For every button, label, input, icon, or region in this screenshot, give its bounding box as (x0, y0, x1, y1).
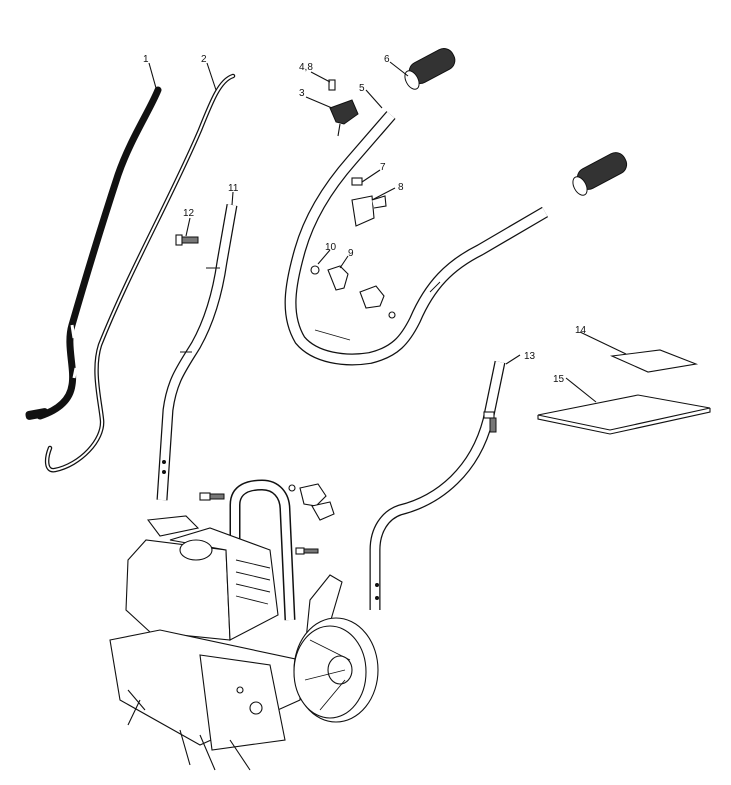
callout-11: 11 (228, 183, 239, 194)
callout-7: 7 (380, 162, 386, 173)
callout-5: 5 (359, 83, 365, 94)
right-lower-handle (369, 360, 506, 610)
tiller-base (109, 479, 379, 771)
throttle-lever-3 (329, 99, 359, 137)
callout-10: 10 (325, 242, 337, 253)
washer-10 (310, 265, 396, 319)
control-rod (44, 73, 236, 473)
callout-6: 6 (384, 54, 390, 65)
callout-15: 15 (553, 374, 565, 385)
upper-handle (284, 111, 549, 366)
callout-4-8: 4,8 (299, 62, 313, 73)
callout-12: 12 (183, 208, 195, 219)
manual-15 (537, 394, 711, 435)
bracket-8 (351, 195, 387, 227)
callout-2: 2 (201, 54, 207, 65)
grip-6 (404, 48, 456, 90)
bolt-13 (483, 411, 497, 433)
wing-knob-9 (327, 265, 385, 309)
callout-labels: 1 2 3 4,8 5 6 7 8 9 10 11 12 13 14 15 (143, 54, 587, 385)
callout-3: 3 (299, 88, 305, 99)
decal-14 (609, 349, 699, 373)
screw-4 (328, 79, 336, 91)
clip-7 (351, 177, 363, 186)
callout-9: 9 (348, 248, 354, 259)
callout-1: 1 (143, 54, 149, 65)
throttle-cable (25, 86, 162, 420)
callout-13: 13 (524, 351, 536, 362)
bolt-12 (175, 234, 199, 246)
callout-14: 14 (575, 325, 587, 336)
callout-8: 8 (398, 182, 404, 193)
left-lower-handle (156, 204, 238, 501)
grip-right (572, 152, 628, 196)
leader-lines (148, 61, 627, 403)
